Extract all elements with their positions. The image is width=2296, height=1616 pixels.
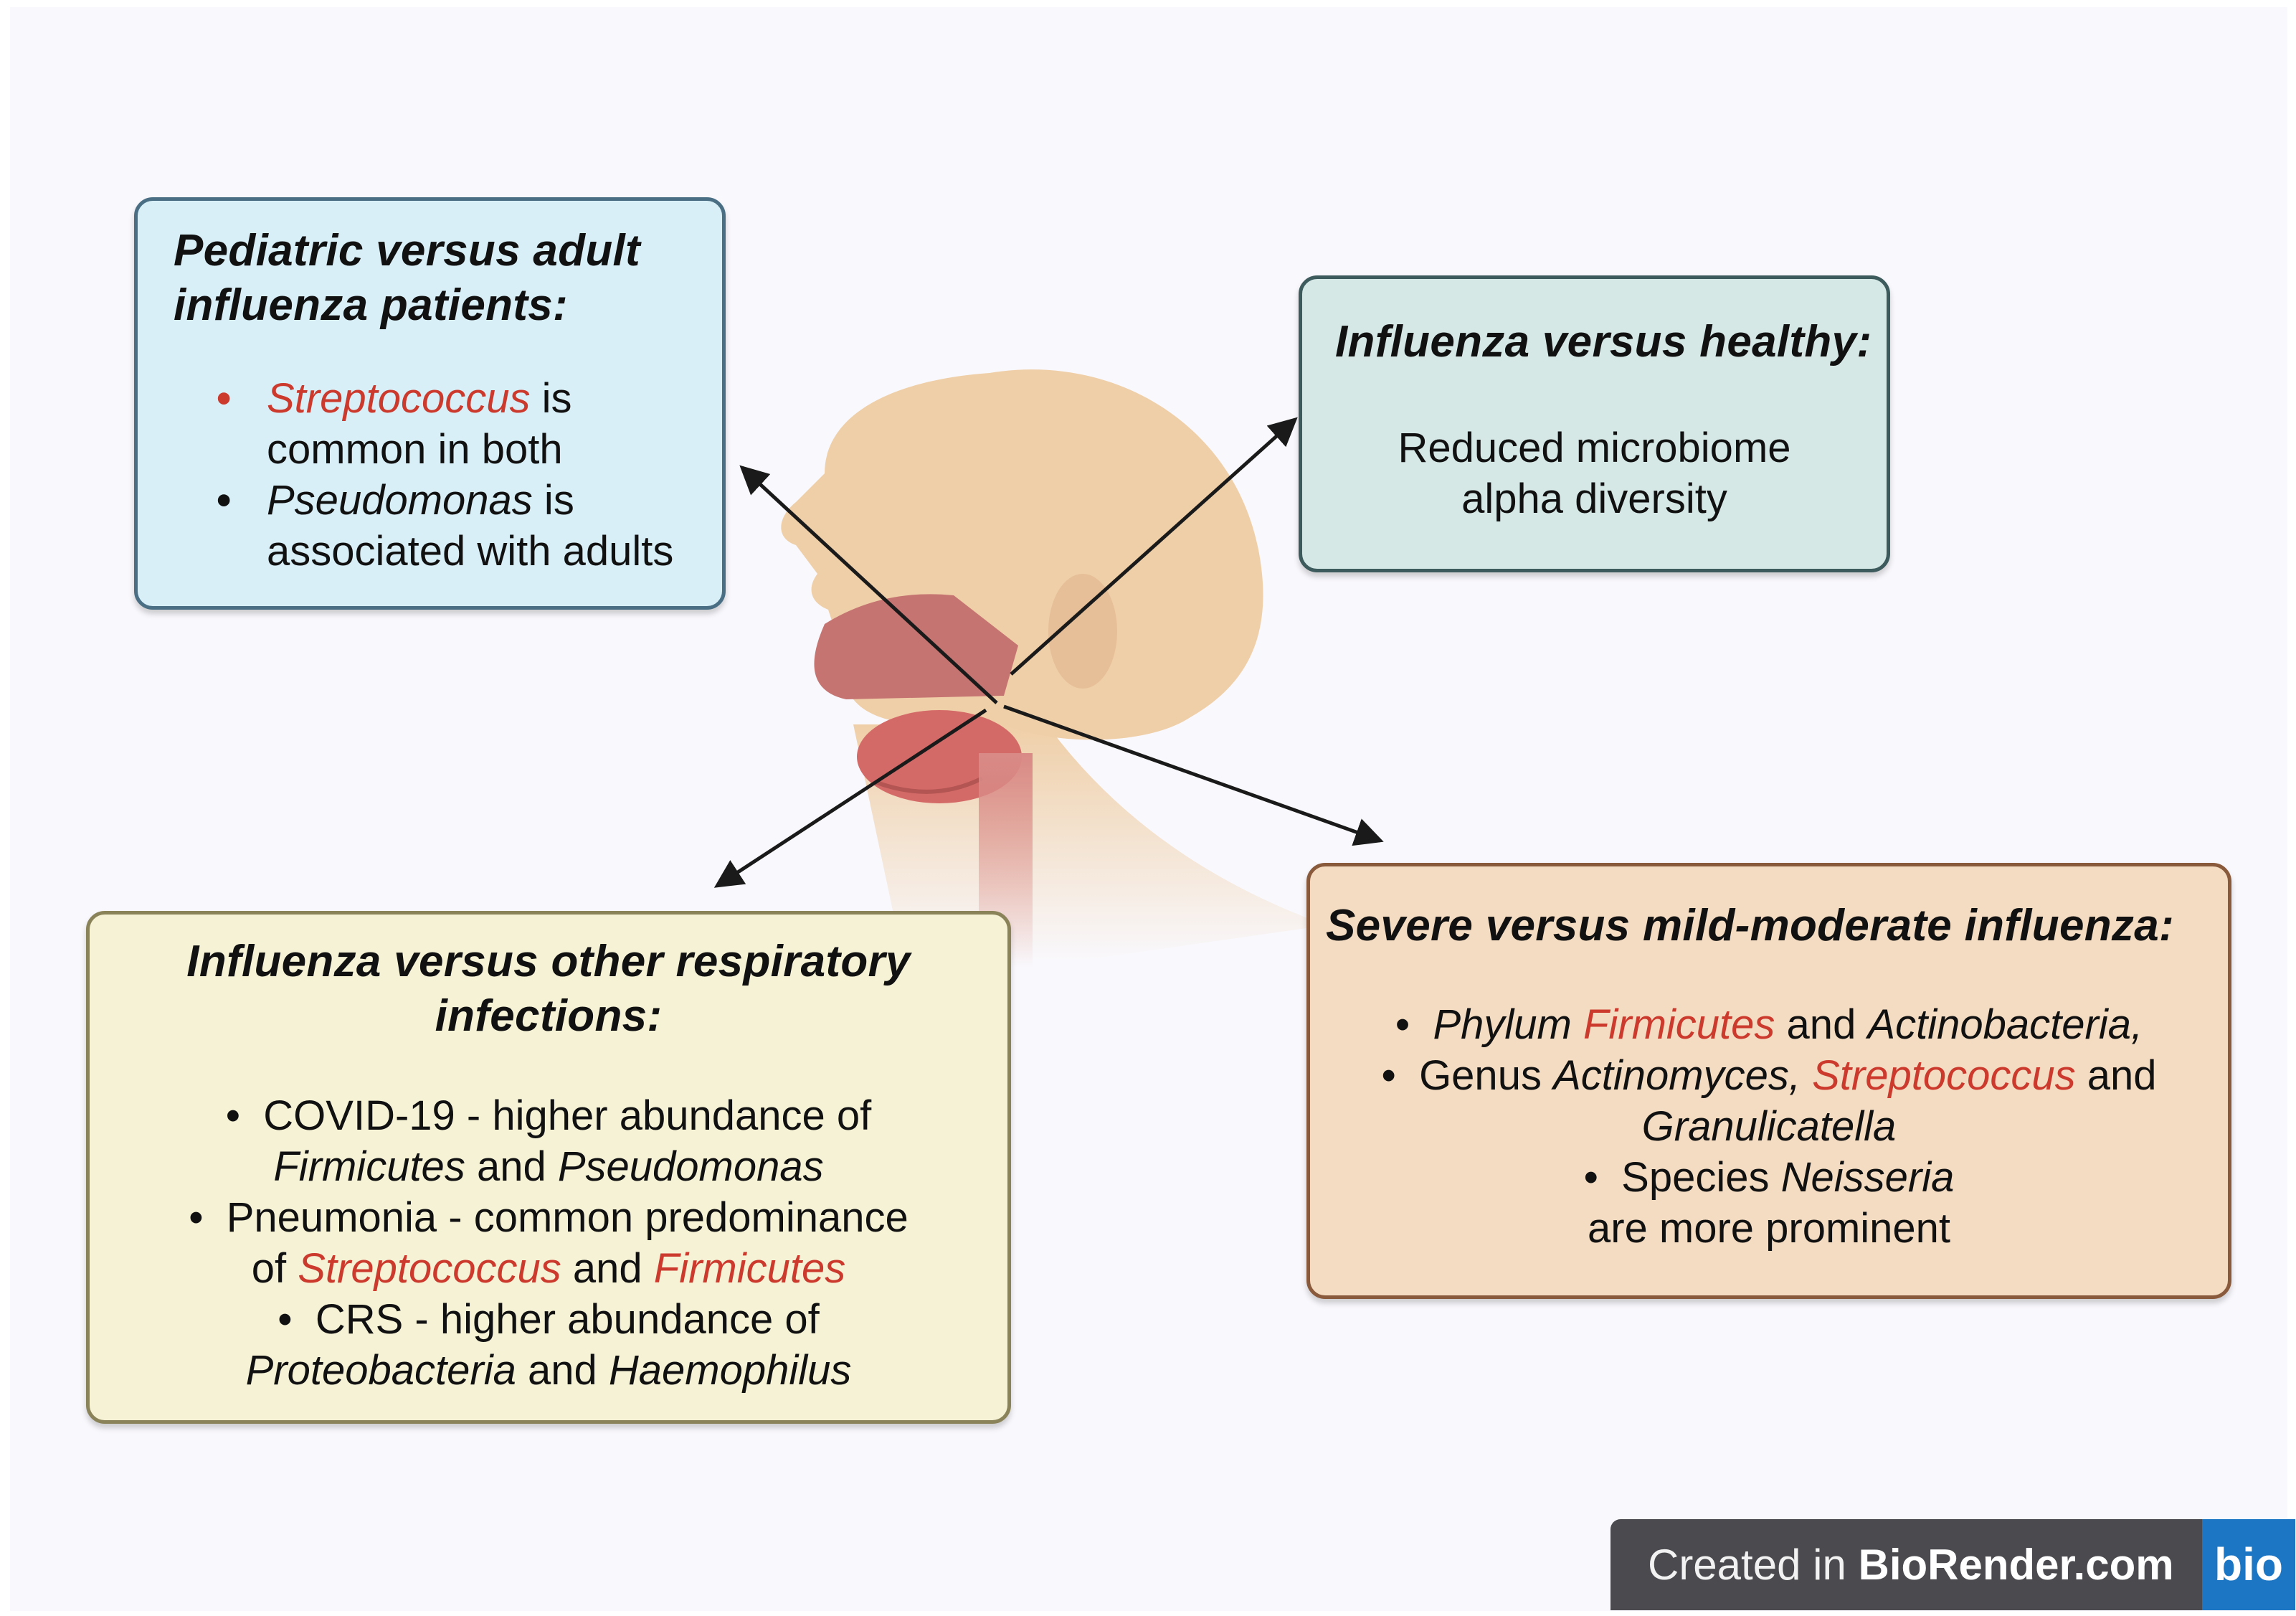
biorender-logo-icon: bio <box>2202 1519 2295 1610</box>
bullet-icon: • <box>1395 1001 1433 1048</box>
pediatric-box-title: Pediatric versus adult influenza patient… <box>174 226 640 330</box>
severe-box-title: Severe versus mild-moderate influenza: <box>1326 901 2174 950</box>
arrow-to-other <box>713 708 987 888</box>
healthy-box-body: Reduced microbiome alpha diversity <box>1398 425 1791 522</box>
influenza-vs-healthy-box: Influenza versus healthy: Reduced microb… <box>1299 275 1890 572</box>
severe-list: • Phylum Firmicutes and Actinobacteria, … <box>1310 999 2228 1254</box>
other-list: • COVID-19 - higher abundance of Firmicu… <box>90 1090 1007 1396</box>
genus-pseudomonas: Pseudomonas <box>267 477 533 524</box>
list-item: • COVID-19 - higher abundance of Firmicu… <box>225 1092 872 1190</box>
other-box-title: Influenza versus other respiratory infec… <box>186 937 911 1041</box>
list-item: • Genus Actinomyces, Streptococcus and G… <box>1381 1052 2157 1150</box>
healthy-box-title: Influenza versus healthy: <box>1335 317 1872 367</box>
nasal-cavity <box>814 594 1018 699</box>
bullet-icon: • <box>225 1092 264 1139</box>
biorender-badge: Created in BioRender.com bio <box>1610 1519 2295 1610</box>
list-item: • Species Neisseria are more prominent <box>1583 1154 1955 1252</box>
bullet-icon: • <box>217 375 232 422</box>
arrow-to-pediatric <box>739 465 998 704</box>
bullet-icon: • <box>277 1296 316 1343</box>
list-item: • Phylum Firmicutes and Actinobacteria, <box>1395 1001 2143 1048</box>
list-item: • Streptococcus is common in both <box>217 373 726 475</box>
list-item: • CRS - higher abundance of Proteobacter… <box>245 1296 852 1394</box>
list-item: • Pseudomonas is associated with adults <box>217 475 726 577</box>
bullet-icon: • <box>1381 1052 1420 1099</box>
biorender-credit: Created in BioRender.com <box>1648 1541 2174 1589</box>
bullet-icon: • <box>189 1194 227 1241</box>
arrow-to-severe <box>1003 704 1384 846</box>
severe-vs-mild-box: Severe versus mild-moderate influenza: •… <box>1306 863 2231 1299</box>
genus-streptococcus: Streptococcus <box>267 375 531 422</box>
influenza-vs-other-box: Influenza versus other respiratory infec… <box>86 911 1011 1424</box>
bullet-icon: • <box>1583 1154 1622 1201</box>
bullet-icon: • <box>217 477 232 524</box>
pediatric-vs-adult-box: Pediatric versus adult influenza patient… <box>134 197 726 610</box>
list-item: • Pneumonia - common predominance of Str… <box>189 1194 909 1292</box>
ear-shape <box>1048 574 1117 689</box>
pediatric-list: • Streptococcus is common in both • Pseu… <box>217 373 726 577</box>
arrow-to-healthy <box>1010 417 1298 676</box>
